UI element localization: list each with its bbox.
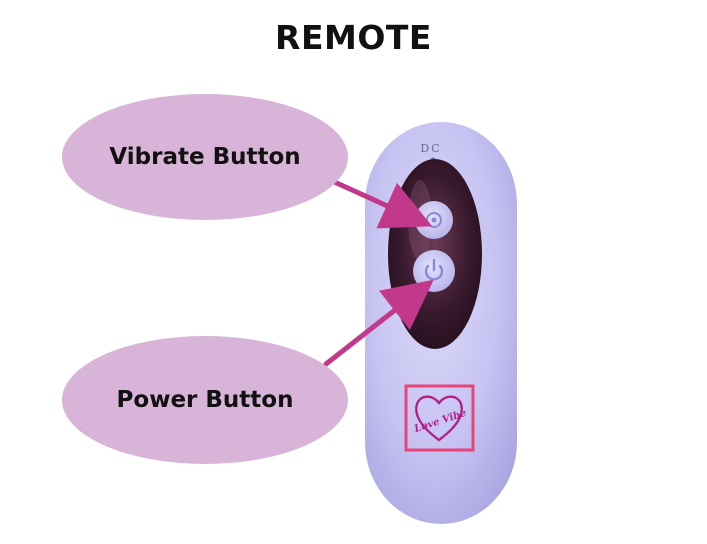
power-callout: Power Button <box>62 336 348 464</box>
vibrate-button[interactable] <box>415 201 453 239</box>
power-label: Power Button <box>116 387 294 413</box>
page-title: REMOTE <box>275 18 432 57</box>
vibrate-label: Vibrate Button <box>109 144 301 170</box>
dc-port-label: DC <box>420 142 441 155</box>
power-arrow <box>323 279 434 367</box>
logo-box <box>404 384 475 452</box>
power-button[interactable] <box>413 250 455 292</box>
power-icon <box>424 258 444 281</box>
heart-logo-icon <box>415 395 463 442</box>
vibrate-arrow <box>327 177 433 229</box>
vibrate-callout: Vibrate Button <box>62 94 348 220</box>
